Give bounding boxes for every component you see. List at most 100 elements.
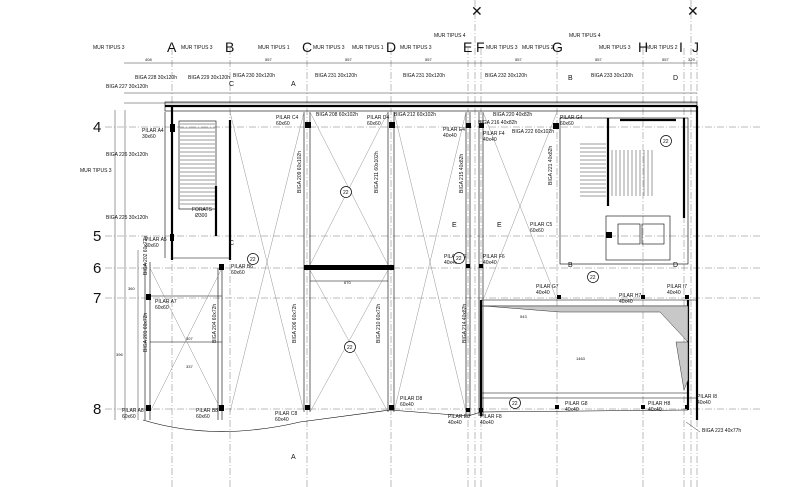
pillar-label: PILAR G8 <box>565 401 588 407</box>
svg-text:557: 557 <box>662 57 669 62</box>
slab-callout-circle <box>247 253 259 265</box>
pillar-label: PILAR F6 <box>483 254 505 260</box>
beams-vertical-label: BIGA 202 60x72h <box>143 236 149 275</box>
beams-vertical-label: BIGA 201 60x72h <box>143 313 149 352</box>
axis-label-G: G <box>552 39 563 55</box>
pillar-block <box>146 405 151 411</box>
pillar-block <box>466 264 470 268</box>
pillar-block <box>557 295 561 299</box>
slab-callout-number: 22 <box>590 275 596 281</box>
pillar-block <box>389 405 394 410</box>
beams-top-label: BIGA 230 30x120h <box>233 73 275 79</box>
walls-top-label: MUR TIPUS 4 <box>434 33 466 39</box>
pillar-block <box>305 122 311 128</box>
pillar-size: 40x40 <box>443 133 457 139</box>
beams-vertical-label: BIGA 210 60x72h <box>376 304 382 343</box>
pillar-block <box>466 123 471 128</box>
slab-callout-number: 22 <box>343 190 349 196</box>
beams-vertical-label: BIGA 214 40x82h <box>462 304 468 343</box>
pillar-label: PILAR F8 <box>480 414 502 420</box>
slab-callout-number: 22 <box>663 139 669 145</box>
slab-diagonals <box>149 111 558 413</box>
slab-callout-number: 22 <box>512 401 518 407</box>
svg-text:337: 337 <box>186 364 193 369</box>
slab-callout-circle <box>453 252 465 264</box>
pillar-block <box>146 294 151 300</box>
pillar-block <box>219 405 224 411</box>
section-mark: A <box>291 454 296 461</box>
pillar-label: PILAR C8 <box>275 411 297 417</box>
pillar-size: 60x40 <box>400 402 414 408</box>
axis-label-C: C <box>302 39 312 55</box>
axis-label-I: I <box>679 39 683 55</box>
svg-text:543: 543 <box>520 314 527 319</box>
walls-top-label: MUR TIPUS 4 <box>569 33 601 39</box>
pillar-size: 60x60 <box>367 121 381 127</box>
beams-mid-label: BIGA 222 60x102h <box>512 129 554 135</box>
beams-mid-label: BIGA 212 60x102h <box>394 112 436 118</box>
pillar-block <box>685 405 689 409</box>
pillar-label: PILAR B8 <box>196 408 218 414</box>
slab-callout-number: 22 <box>456 256 462 262</box>
pillar-block <box>479 408 483 412</box>
pillar-size: 60x60 <box>231 270 245 276</box>
pillar-block <box>606 232 612 238</box>
slab-callout-number: 22 <box>250 257 256 263</box>
section-mark: E <box>452 222 457 229</box>
axis-label-J: J <box>692 39 699 55</box>
pillar-size: 40x40 <box>619 299 633 305</box>
svg-text:396: 396 <box>116 352 123 357</box>
row-label-8: 8 <box>93 401 101 418</box>
svg-text:408: 408 <box>145 57 152 62</box>
pillar-label: PILAR A5 <box>145 237 167 243</box>
walls-top-label: MUR TIPUS 3 <box>400 45 432 51</box>
section-mark: E <box>497 222 502 229</box>
row-label-7: 7 <box>93 290 101 307</box>
beams-vertical-label: BIGA 221 40x82h <box>548 146 554 185</box>
walls-top-label: MUR TIPUS 2 <box>646 45 678 51</box>
beams-mid-label: BIGA 220 40x82h <box>493 112 532 118</box>
svg-text:BIGA 223 40x77h: BIGA 223 40x77h <box>702 428 741 434</box>
beams-mid-label: BIGA 208 60x102h <box>316 112 358 118</box>
section-mark: D <box>673 262 678 269</box>
axis-label-A: A <box>167 39 177 55</box>
svg-text:FORATS: FORATS <box>192 207 213 213</box>
pillar-label: PILAR B6 <box>231 264 253 270</box>
pillar-label: PILAR E8 <box>448 414 470 420</box>
walls-top-label: MUR TIPUS 2 <box>522 45 554 51</box>
walls-top-label: MUR TIPUS 3 <box>599 45 631 51</box>
pillar-label: PILAR D4 <box>367 115 389 121</box>
pillar-size: 60x60 <box>155 305 169 311</box>
pillar-size: 40x40 <box>448 420 462 426</box>
dimension-lines <box>114 62 697 420</box>
walls-top-label: MUR TIPUS 1 <box>258 45 290 51</box>
reference-marker: ✕ <box>687 3 699 19</box>
pillar-size: 60x60 <box>196 414 210 420</box>
pillar-block <box>466 408 470 412</box>
pillar-label: PILAR C4 <box>276 115 298 121</box>
walls-top-label: MUR TIPUS 3 <box>181 45 213 51</box>
pillar-block <box>641 405 645 409</box>
row-label-6: 6 <box>93 260 101 277</box>
section-mark: C <box>229 81 234 88</box>
pillar-size: 30x60 <box>145 243 159 249</box>
section-mark: B <box>568 75 573 82</box>
pillar-label: PILAR I7 <box>667 284 687 290</box>
pillar-size: 60x60 <box>122 414 136 420</box>
beams-top-label: BIGA 232 30x120h <box>485 73 527 79</box>
walls-top-label: MUR TIPUS 3 <box>486 45 518 51</box>
pillar-size: 40x40 <box>667 290 681 296</box>
reference-marker: ✕ <box>471 3 483 19</box>
pillar-block <box>685 295 689 299</box>
pillar-size: 40x40 <box>483 137 497 143</box>
axis-label-D: D <box>386 39 396 55</box>
slab-callout-circle <box>340 186 352 198</box>
pillar-size: 60x40 <box>275 417 289 423</box>
beams-left-label: MUR TIPUS 3 <box>80 168 112 174</box>
axis-label-F: F <box>476 39 485 55</box>
pillar-blocks <box>146 122 689 412</box>
pillar-label: PILAR I8 <box>697 394 717 400</box>
svg-text:557: 557 <box>515 57 522 62</box>
